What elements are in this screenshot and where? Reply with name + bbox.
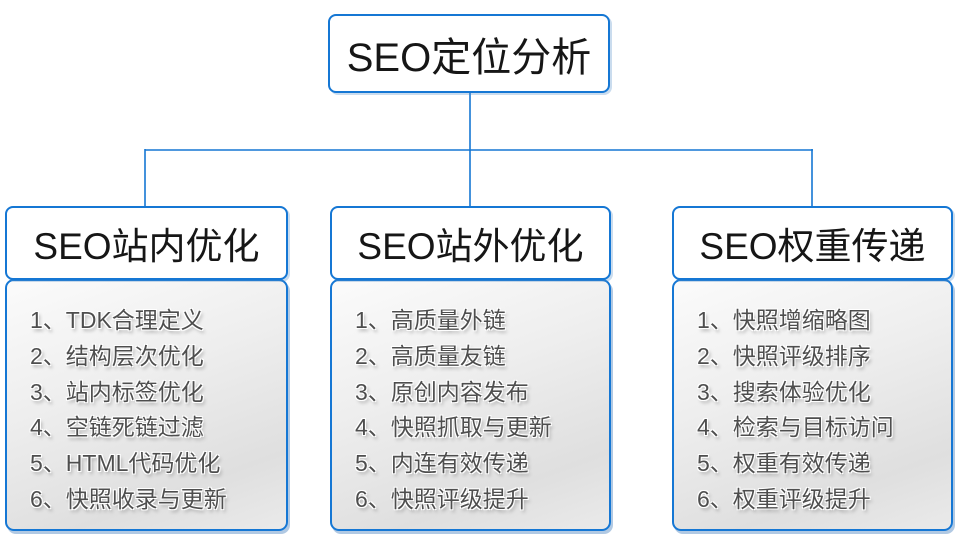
list-item: 6、快照收录与更新 <box>30 485 227 512</box>
offsite-item-list: 1、高质量外链 2、高质量友链 3、原创内容发布 4、快照抓取与更新 5、内连有… <box>332 281 609 518</box>
list-item: 2、结构层次优化 <box>30 342 204 369</box>
list-item: 1、快照增缩略图 <box>697 307 871 333</box>
branch-panel-weight: 1、快照增缩略图 2、快照评级排序 3、搜索体验优化 4、检索与目标访问 5、权… <box>672 279 953 531</box>
list-item: 4、快照抓取与更新 <box>355 414 552 441</box>
branch-header-label: SEO权重传递 <box>699 226 926 267</box>
list-item: 5、权重有效传递 <box>697 450 871 477</box>
list-item: 3、原创内容发布 <box>355 378 529 405</box>
list-item: 6、权重评级提升 <box>697 485 871 512</box>
root-node-label: SEO定位分析 <box>346 35 592 80</box>
list-item: 5、内连有效传递 <box>355 450 529 477</box>
branch-header-onsite: SEO站内优化 <box>5 206 288 280</box>
branch-header-offsite: SEO站外优化 <box>330 206 611 280</box>
branch-header-weight: SEO权重传递 <box>672 206 953 280</box>
list-item: 2、快照评级排序 <box>697 342 871 369</box>
list-item: 4、空链死链过滤 <box>30 414 204 441</box>
list-item: 3、搜索体验优化 <box>697 378 871 405</box>
branch-panel-offsite: 1、高质量外链 2、高质量友链 3、原创内容发布 4、快照抓取与更新 5、内连有… <box>330 279 611 531</box>
list-item: 4、检索与目标访问 <box>697 414 894 441</box>
list-item: 3、站内标签优化 <box>30 378 204 405</box>
root-node: SEO定位分析 <box>328 14 610 93</box>
branch-header-label: SEO站内优化 <box>33 226 260 267</box>
branch-header-label: SEO站外优化 <box>357 226 584 267</box>
weight-item-list: 1、快照增缩略图 2、快照评级排序 3、搜索体验优化 4、检索与目标访问 5、权… <box>674 281 951 518</box>
list-item: 1、高质量外链 <box>355 307 506 333</box>
onsite-item-list: 1、TDK合理定义 2、结构层次优化 3、站内标签优化 4、空链死链过滤 5、H… <box>7 281 286 518</box>
branch-panel-onsite: 1、TDK合理定义 2、结构层次优化 3、站内标签优化 4、空链死链过滤 5、H… <box>5 279 288 531</box>
list-item: 1、TDK合理定义 <box>30 307 204 333</box>
list-item: 2、高质量友链 <box>355 342 506 369</box>
list-item: 6、快照评级提升 <box>355 485 529 512</box>
list-item: 5、HTML代码优化 <box>30 450 221 477</box>
